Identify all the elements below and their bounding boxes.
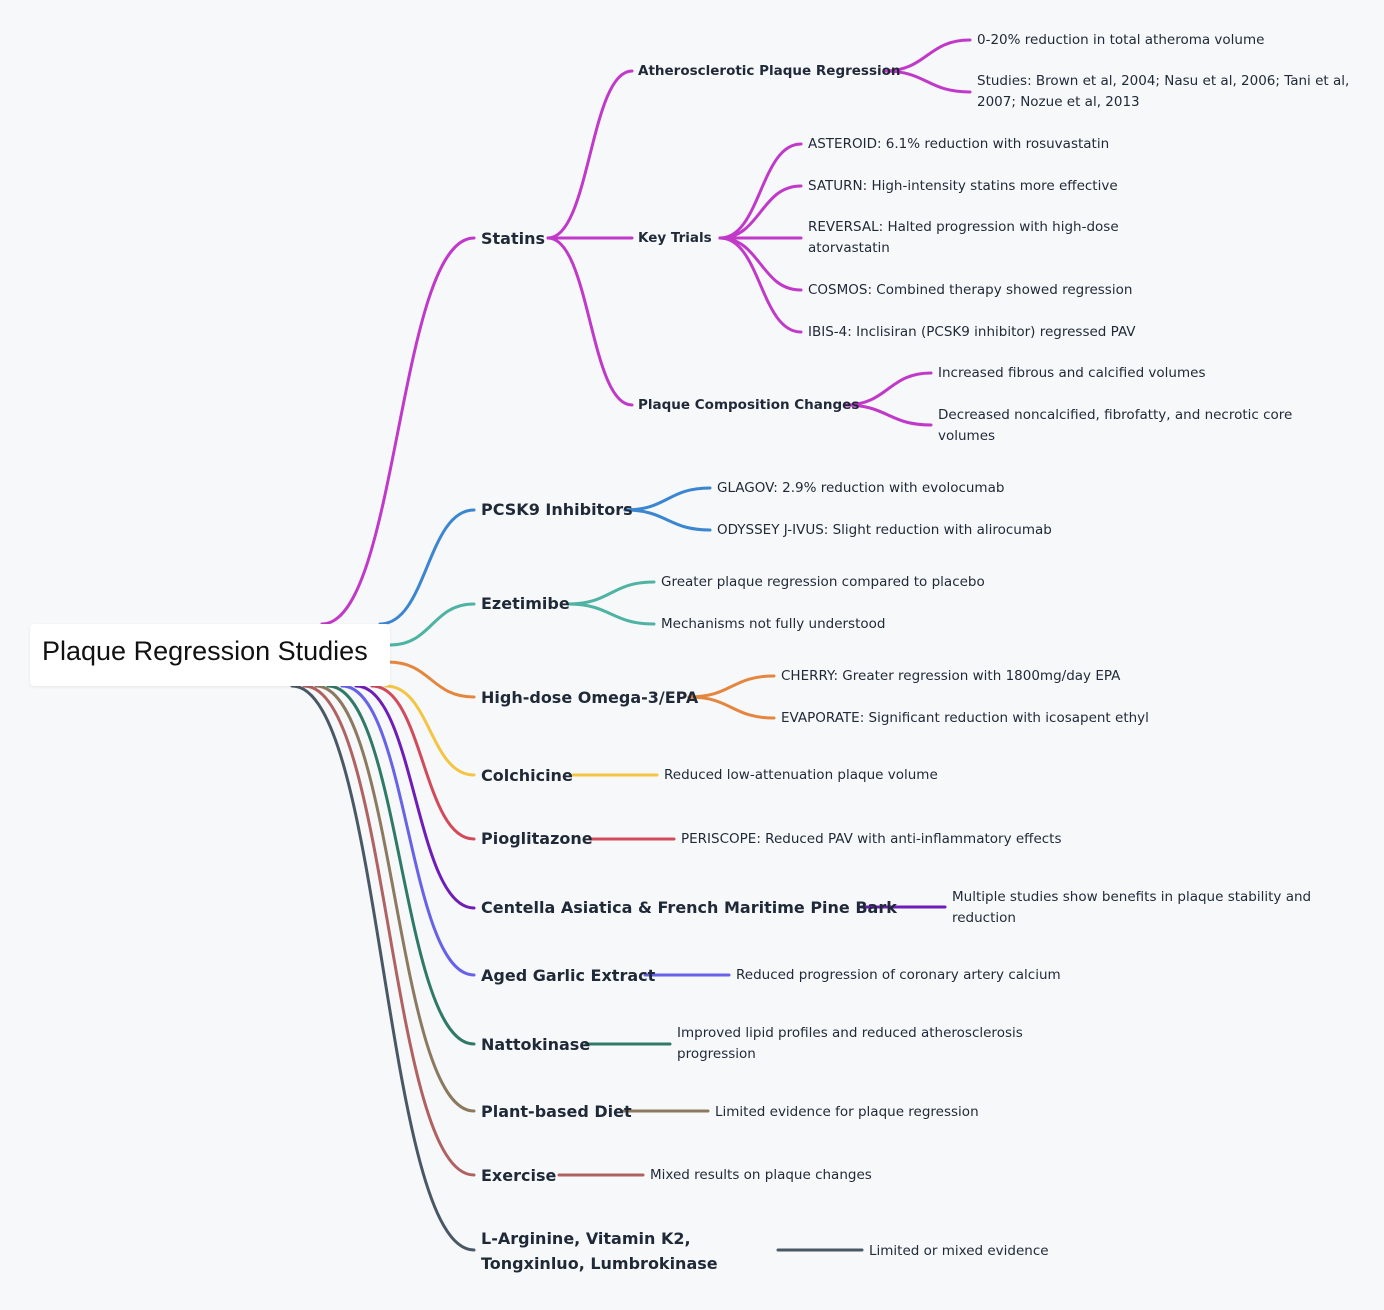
leaf-glagov: GLAGOV: 2.9% reduction with evolocumab [717, 480, 1005, 496]
subtopic-key-trials[interactable]: Key Trials [638, 230, 712, 246]
topic-statins[interactable]: Statins [481, 229, 546, 248]
connector-statins-atherosclerotic [546, 69, 634, 240]
connector-root-nattokinase [326, 684, 476, 1046]
leaf-ibis-4: IBIS-4: Inclisiran (PCSK9 inhibitor) reg… [808, 324, 1136, 340]
topic-colchicine[interactable]: Colchicine [481, 766, 573, 785]
connector-root-high-dose-omega-3-epa [386, 660, 476, 699]
subtopic-atherosclerotic-plaque-regression[interactable]: Atherosclerotic Plaque Regression [638, 63, 901, 79]
topic-high-dose-omega-3-epa[interactable]: High-dose Omega-3/EPA [481, 688, 699, 707]
topic-aged-garlic-extract[interactable]: Aged Garlic Extract [481, 966, 656, 985]
leaf-ezetimibe-regression: Greater plaque regression compared to pl… [661, 574, 985, 590]
connector-ezetimibe-leaf-1 [566, 580, 656, 606]
leaf-reversal: REVERSAL: Halted progression with high-d… [808, 219, 1119, 256]
leaf-evaporate: EVAPORATE: Significant reduction with ic… [781, 710, 1149, 726]
leaf-garlic: Reduced progression of coronary artery c… [736, 967, 1061, 983]
connector-trials-leaf-5 [718, 236, 803, 334]
leaf-cosmos: COSMOS: Combined therapy showed regressi… [808, 282, 1133, 298]
connector-ather-leaf-1 [882, 38, 972, 73]
connector-statins-composition [546, 236, 634, 407]
subtopic-plaque-composition-changes[interactable]: Plaque Composition Changes [638, 397, 860, 413]
leaf-periscope: PERISCOPE: Reduced PAV with anti-inflamm… [681, 831, 1062, 847]
connector-omega-leaf-2 [687, 695, 776, 720]
topic-centella-asiatica[interactable]: Centella Asiatica & French Maritime Pine… [481, 898, 897, 917]
connector-ezetimibe-leaf-2 [566, 602, 656, 626]
connector-root-colchicine [384, 684, 476, 777]
connector-root-l-arginine [290, 684, 476, 1252]
leaf-centella: Multiple studies show benefits in plaque… [952, 889, 1312, 926]
connector-comp-leaf-1 [843, 371, 933, 407]
connector-root-pioglitazone [370, 684, 476, 841]
connector-pcsk9-leaf-1 [623, 486, 712, 512]
connector-root-aged-garlic-extract [340, 684, 476, 977]
leaf-ezetimibe-mechanisms: Mechanisms not fully understood [661, 616, 886, 632]
leaf-fibrous-calcified: Increased fibrous and calcified volumes [938, 365, 1206, 381]
topic-plant-based-diet[interactable]: Plant-based Diet [481, 1102, 632, 1121]
topic-ezetimibe[interactable]: Ezetimibe [481, 594, 570, 613]
topic-pcsk9-inhibitors[interactable]: PCSK9 Inhibitors [481, 500, 633, 519]
leaf-saturn: SATURN: High-intensity statins more effe… [808, 178, 1118, 194]
leaf-exercise: Mixed results on plaque changes [650, 1167, 872, 1183]
connector-root-statins [320, 236, 476, 626]
connector-root-plant-based-diet [314, 684, 476, 1113]
topic-l-arginine[interactable]: L-Arginine, Vitamin K2, Tongxinluo, Lumb… [481, 1229, 718, 1273]
leaf-odyssey: ODYSSEY J-IVUS: Slight reduction with al… [717, 522, 1052, 538]
connector-comp-leaf-2 [843, 403, 933, 427]
leaf-plant-based-diet: Limited evidence for plaque regression [715, 1104, 979, 1120]
leaf-colchicine: Reduced low-attenuation plaque volume [664, 767, 938, 783]
leaf-l-arginine: Limited or mixed evidence [869, 1243, 1049, 1259]
leaf-cherry: CHERRY: Greater regression with 1800mg/d… [781, 668, 1121, 684]
topic-pioglitazone[interactable]: Pioglitazone [481, 829, 593, 848]
topic-nattokinase[interactable]: Nattokinase [481, 1035, 591, 1054]
leaf-noncalcified: Decreased noncalcified, fibrofatty, and … [938, 407, 1293, 444]
connector-root-pcsk9-inhibitors [378, 508, 476, 626]
root-label: Plaque Regression Studies [42, 636, 368, 666]
leaf-studies: Studies: Brown et al, 2004; Nasu et al, … [977, 73, 1350, 110]
connector-pcsk9-leaf-2 [623, 508, 712, 532]
connector-ather-leaf-2 [882, 69, 972, 94]
leaf-asteroid: ASTEROID: 6.1% reduction with rosuvastat… [808, 136, 1110, 152]
connector-trials-leaf-2 [718, 184, 803, 240]
topic-exercise[interactable]: Exercise [481, 1166, 557, 1185]
leaf-nattokinase: Improved lipid profiles and reduced athe… [677, 1025, 1023, 1062]
connector-root-centella-asiatica [354, 684, 476, 910]
connector-omega-leaf-1 [687, 674, 776, 699]
connector-root-ezetimibe [388, 602, 476, 647]
root-node[interactable] [30, 624, 390, 686]
leaf-atheroma-volume: 0-20% reduction in total atheroma volume [977, 32, 1265, 48]
connector-root-exercise [302, 684, 476, 1177]
connector-trials-leaf-1 [718, 142, 803, 240]
